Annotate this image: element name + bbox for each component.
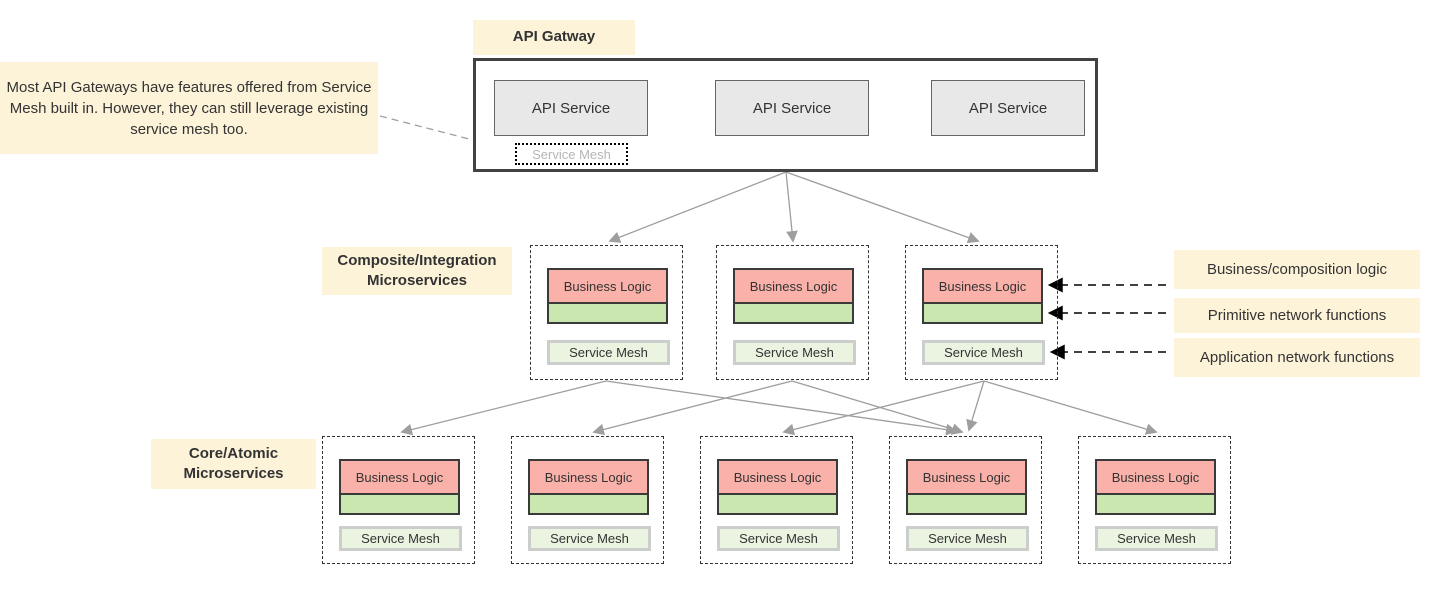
arrow-composite1-to-core1: [400, 380, 607, 436]
network-functions-band: [735, 304, 852, 322]
arrow-composite2-to-core4: [791, 380, 964, 435]
business-logic-box: Business Logic: [341, 461, 458, 495]
arrow-gateway-to-composite-3: [785, 171, 980, 244]
api-service-box-1: API Service: [494, 80, 648, 136]
gateway-title-label: API Gatway: [473, 20, 635, 55]
arrow-composite2-to-core2: [592, 380, 793, 436]
business-logic-box: Business Logic: [719, 461, 836, 495]
composite-card-3: Business Logic Service Mesh: [905, 245, 1058, 380]
composite-card-2: Business Logic Service Mesh: [716, 245, 869, 380]
network-functions-band: [1097, 495, 1214, 513]
service-mesh-box: Service Mesh: [906, 526, 1029, 551]
business-logic-stack: Business Logic: [1095, 459, 1216, 515]
core-card-4: Business Logic Service Mesh: [889, 436, 1042, 564]
business-logic-stack: Business Logic: [906, 459, 1027, 515]
arrow-composite3-to-core4: [966, 380, 985, 432]
service-mesh-box: Service Mesh: [339, 526, 462, 551]
composite-card-1: Business Logic Service Mesh: [530, 245, 683, 380]
business-logic-stack: Business Logic: [339, 459, 460, 515]
legend-business-composition-logic: Business/composition logic: [1174, 250, 1420, 289]
arrow-composite3-to-core5: [983, 380, 1158, 435]
business-logic-stack: Business Logic: [547, 268, 668, 324]
business-logic-box: Business Logic: [549, 270, 666, 304]
core-row-label: Core/Atomic Microservices: [151, 439, 316, 489]
arrow-gateway-to-composite-1: [608, 171, 787, 243]
business-logic-box: Business Logic: [735, 270, 852, 304]
core-card-3: Business Logic Service Mesh: [700, 436, 853, 564]
api-gateway-box: API Service API Service API Service Serv…: [473, 58, 1098, 172]
business-logic-box: Business Logic: [924, 270, 1041, 304]
network-functions-band: [719, 495, 836, 513]
business-logic-box: Business Logic: [1097, 461, 1214, 495]
business-logic-stack: Business Logic: [717, 459, 838, 515]
arrow-gateway-to-composite-2: [785, 171, 798, 243]
annotation-note: Most API Gateways have features offered …: [0, 62, 378, 154]
core-card-5: Business Logic Service Mesh: [1078, 436, 1231, 564]
composite-row-label: Composite/Integration Microservices: [322, 247, 512, 295]
business-logic-stack: Business Logic: [733, 268, 854, 324]
service-mesh-box: Service Mesh: [1095, 526, 1218, 551]
network-functions-band: [908, 495, 1025, 513]
network-functions-band: [530, 495, 647, 513]
service-mesh-box: Service Mesh: [733, 340, 856, 365]
arrow-composite3-to-core3: [782, 380, 985, 436]
legend-primitive-network-functions: Primitive network functions: [1174, 298, 1420, 333]
business-logic-box: Business Logic: [530, 461, 647, 495]
arrow-composite1-to-core4: [605, 380, 958, 436]
business-logic-box: Business Logic: [908, 461, 1025, 495]
service-mesh-box: Service Mesh: [547, 340, 670, 365]
business-logic-stack: Business Logic: [922, 268, 1043, 324]
service-mesh-box: Service Mesh: [528, 526, 651, 551]
business-logic-stack: Business Logic: [528, 459, 649, 515]
service-mesh-box: Service Mesh: [922, 340, 1045, 365]
api-service-box-2: API Service: [715, 80, 869, 136]
service-mesh-box: Service Mesh: [717, 526, 840, 551]
network-functions-band: [549, 304, 666, 322]
legend-application-network-functions: Application network functions: [1174, 338, 1420, 377]
gateway-service-mesh-box: Service Mesh: [515, 143, 628, 165]
core-card-1: Business Logic Service Mesh: [322, 436, 475, 564]
core-card-2: Business Logic Service Mesh: [511, 436, 664, 564]
network-functions-band: [341, 495, 458, 513]
api-service-box-3: API Service: [931, 80, 1085, 136]
network-functions-band: [924, 304, 1041, 322]
